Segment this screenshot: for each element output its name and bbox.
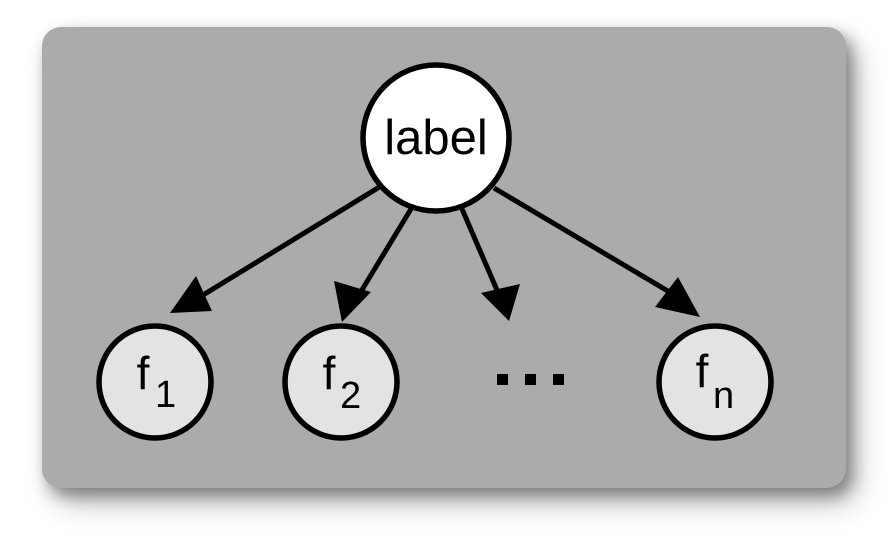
arrowheads-group [170, 276, 700, 322]
node-f2-circle[interactable] [282, 323, 400, 441]
node-label[interactable]: label [360, 62, 512, 214]
node-f1-base-text: f [137, 347, 150, 399]
ellipsis-dot-1 [497, 374, 508, 385]
edge-label-f2-line [351, 207, 414, 305]
node-label-text: label [384, 111, 488, 165]
edge-label-ellipsis-line [459, 208, 503, 298]
edges-group [188, 183, 685, 306]
node-f2[interactable]: f 2 [282, 323, 400, 441]
node-fn[interactable]: f n [656, 323, 774, 441]
ellipsis-dot-2 [525, 374, 536, 385]
ellipsis-indicator [497, 374, 564, 385]
arrowhead-fn-icon [655, 277, 700, 317]
node-f2-subscript-text: 2 [340, 375, 361, 417]
node-f1-subscript-text: 1 [155, 374, 176, 416]
arrowhead-f1-icon [170, 276, 212, 313]
ellipsis-dot-3 [553, 374, 564, 385]
node-label-circle[interactable] [360, 62, 512, 214]
node-fn-base-text: f [696, 345, 709, 397]
edge-label-fn-line [492, 185, 685, 303]
arrowhead-ellipsis-icon [481, 284, 520, 321]
node-f2-base-text: f [323, 347, 336, 399]
arrowhead-f2-icon [334, 281, 371, 322]
node-fn-circle[interactable] [656, 323, 774, 441]
node-fn-subscript-text: n [713, 375, 734, 417]
edge-label-f1-line [188, 183, 383, 306]
node-f1[interactable]: f 1 [96, 323, 214, 441]
node-f1-circle[interactable] [96, 323, 214, 441]
